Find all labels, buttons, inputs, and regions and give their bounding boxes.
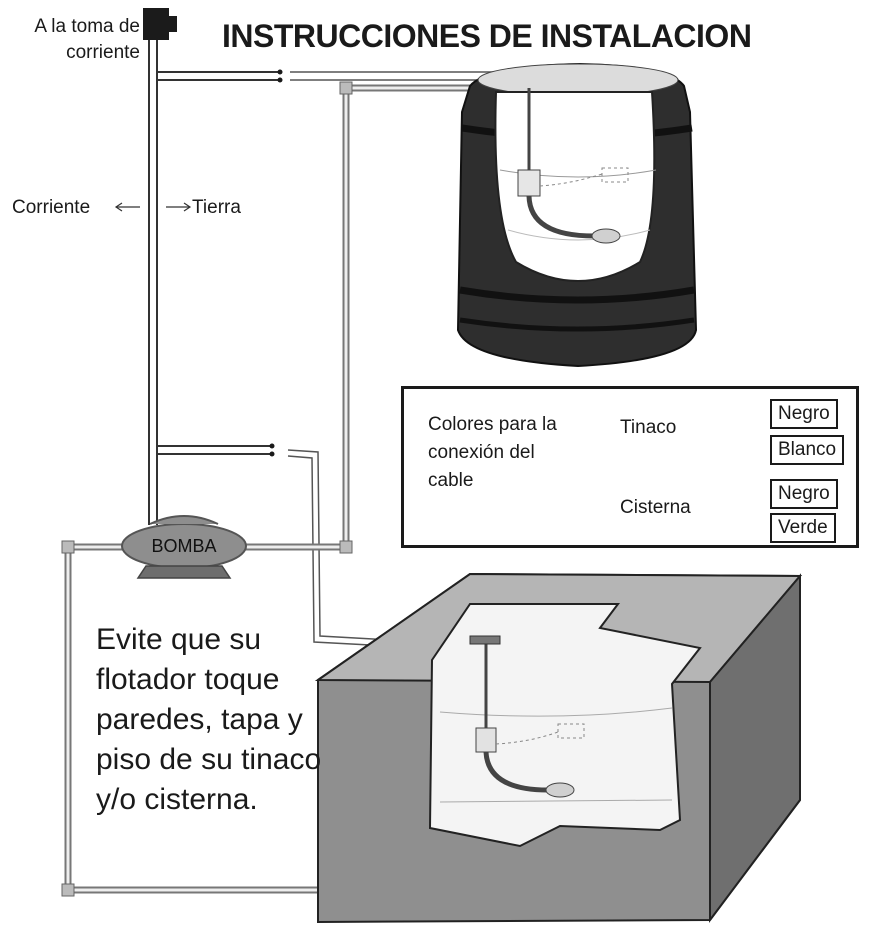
water-pipes — [61, 81, 570, 897]
page-title: INSTRUCCIONES DE INSTALACION — [222, 18, 752, 54]
current-wire-label: Corriente — [12, 197, 91, 218]
legend-color-box: Negro — [770, 399, 838, 429]
electric-cables — [148, 40, 280, 525]
legend-color-box: Negro — [770, 479, 838, 509]
legend-color-box: Verde — [770, 513, 836, 543]
power-outlet-icon — [143, 8, 177, 40]
cable-color-legend: Colores para la conexión del cable Tinac… — [401, 386, 859, 548]
legend-group-cisterna: Cisterna — [620, 497, 691, 518]
water-tank-icon — [456, 62, 698, 368]
legend-heading: Colores para la conexión del cable — [428, 414, 557, 491]
cistern-icon — [314, 572, 803, 924]
cable-connector-icon — [269, 69, 283, 457]
legend-group-tinaco: Tinaco — [620, 417, 677, 438]
pump-icon — [121, 515, 247, 579]
wire-arrows — [114, 202, 192, 212]
legend-color-box: Blanco — [770, 435, 845, 465]
ground-wire-label: Tierra — [192, 197, 241, 218]
outlet-label: A la toma de corriente — [34, 16, 140, 63]
pump-label: BOMBA — [151, 536, 217, 556]
float-warning-note: Evite que su flotador toque paredes, tap… — [96, 623, 322, 816]
